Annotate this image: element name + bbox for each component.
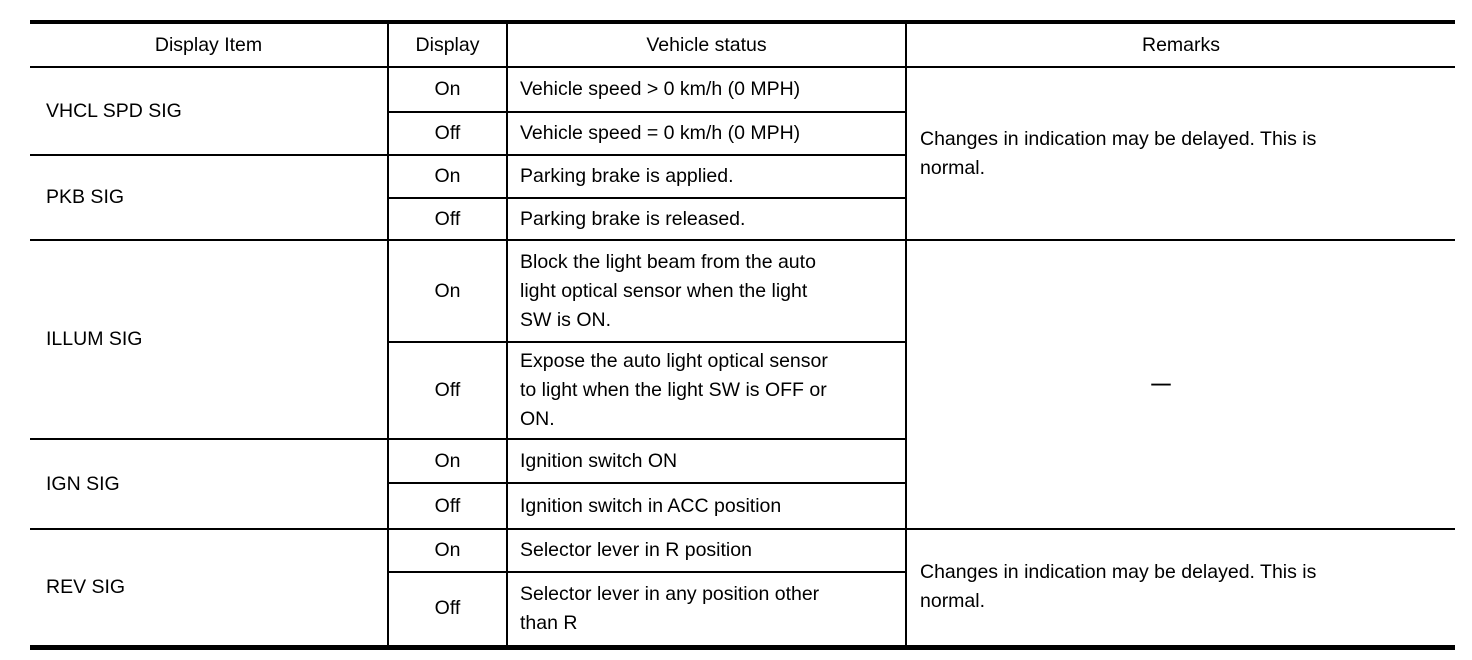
header-display-item: Display Item xyxy=(30,21,389,68)
remarks-cell: Changes in indication may be delayed. Th… xyxy=(905,528,1455,648)
display-item-cell: ILLUM SIG xyxy=(30,239,389,440)
table-row: Off Vehicle speed = 0 km/h (0 MPH) xyxy=(30,111,1455,156)
header-display: Display xyxy=(387,21,508,68)
table-row: REV SIG On Selector lever in R position … xyxy=(30,528,1455,648)
vehicle-status-cell: Parking brake is applied. xyxy=(506,154,907,199)
display-item-cell: PKB SIG xyxy=(30,154,389,241)
vehicle-status-cell: Expose the auto light optical sensor to … xyxy=(506,341,907,440)
table-row: Off Selector lever in any position other… xyxy=(30,571,1455,648)
vehicle-status-cell: Ignition switch in ACC position xyxy=(506,482,907,530)
display-value-cell: Off xyxy=(387,482,508,530)
display-value-cell: Off xyxy=(387,111,508,156)
header-remarks: Remarks xyxy=(905,21,1455,68)
display-item-cell: REV SIG xyxy=(30,528,389,648)
header-vehicle-status: Vehicle status xyxy=(506,21,907,68)
table-row: VHCL SPD SIG On Vehicle speed > 0 km/h (… xyxy=(30,66,1455,241)
display-value-cell: On xyxy=(387,154,508,199)
vehicle-status-cell: Selector lever in R position xyxy=(506,528,907,573)
display-value-cell: Off xyxy=(387,571,508,648)
display-item-cell: VHCL SPD SIG xyxy=(30,66,389,156)
table-row: PKB SIG On Parking brake is applied. xyxy=(30,154,1455,241)
vehicle-status-cell: Block the light beam from the auto light… xyxy=(506,239,907,343)
vehicle-status-cell: Selector lever in any position other tha… xyxy=(506,571,907,648)
header-row: Display Item Display Vehicle status Rema… xyxy=(30,21,1455,68)
display-value-cell: Off xyxy=(387,197,508,241)
table-row: Off Expose the auto light optical sensor… xyxy=(30,341,1455,440)
vehicle-status-cell: Vehicle speed > 0 km/h (0 MPH) xyxy=(506,66,907,113)
vehicle-status-cell: Vehicle speed = 0 km/h (0 MPH) xyxy=(506,111,907,156)
table-row: Off Parking brake is released. xyxy=(30,197,1455,241)
table-row: Off Ignition switch in ACC position xyxy=(30,482,1455,530)
display-item-cell: IGN SIG xyxy=(30,438,389,530)
table-row: ILLUM SIG On Block the light beam from t… xyxy=(30,239,1455,530)
display-value-cell: On xyxy=(387,239,508,343)
vehicle-status-cell: Ignition switch ON xyxy=(506,438,907,484)
display-value-cell: On xyxy=(387,528,508,573)
remarks-cell: Changes in indication may be delayed. Th… xyxy=(905,66,1455,241)
vehicle-signal-status-table: Display Item Display Vehicle status Rema… xyxy=(30,20,1455,650)
vehicle-status-cell: Parking brake is released. xyxy=(506,197,907,241)
remarks-cell: — xyxy=(905,239,1455,530)
display-value-cell: Off xyxy=(387,341,508,440)
table-row: IGN SIG On Ignition switch ON xyxy=(30,438,1455,530)
display-value-cell: On xyxy=(387,66,508,113)
display-value-cell: On xyxy=(387,438,508,484)
